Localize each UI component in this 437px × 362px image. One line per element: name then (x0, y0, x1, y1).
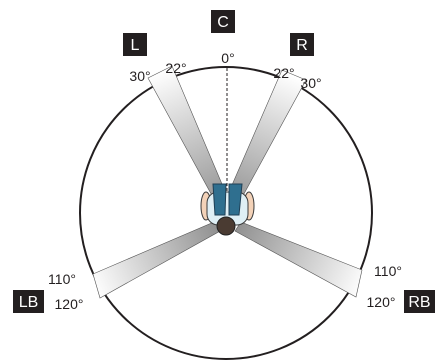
channel-label-l: L (131, 37, 140, 54)
angle-label-rb-110: 110° (374, 263, 402, 279)
listener-figure (200, 183, 255, 236)
channel-badge-c-bg (211, 10, 235, 33)
listener-head (216, 216, 236, 236)
angle-label-lb-110: 110° (48, 271, 76, 287)
left-back-speaker-beam (92, 221, 223, 299)
right-back-speaker-beam (234, 221, 363, 298)
angle-label-r-30: 30° (300, 75, 321, 91)
channel-badge-rb: RB (404, 290, 435, 313)
channel-label-lb: LB (19, 294, 39, 311)
angle-label-c-0: 0° (221, 50, 234, 66)
channel-badge-l: L (123, 33, 147, 56)
channel-label-rb: RB (408, 294, 430, 311)
channel-label-c: C (217, 14, 229, 31)
angle-label-l-22: 22° (165, 60, 186, 76)
listener-right-leg (228, 183, 243, 216)
angle-label-rb-120: 120° (367, 294, 396, 310)
angle-label-r-22: 22° (273, 65, 294, 81)
channel-badge-r-bg (290, 33, 314, 56)
channel-badge-l-bg (123, 33, 147, 56)
channel-badge-rb-bg (404, 290, 435, 313)
angle-label-lb-120: 120° (55, 296, 84, 312)
angle-label-l-30: 30° (129, 68, 150, 84)
listening-circle (79, 66, 373, 360)
channel-badge-c: C (211, 10, 235, 33)
listener-left-leg (212, 183, 227, 216)
channel-label-r: R (296, 37, 308, 54)
channel-badge-lb: LB (13, 290, 44, 313)
channel-badge-r: R (290, 33, 314, 56)
channel-badge-lb-bg (13, 290, 44, 313)
